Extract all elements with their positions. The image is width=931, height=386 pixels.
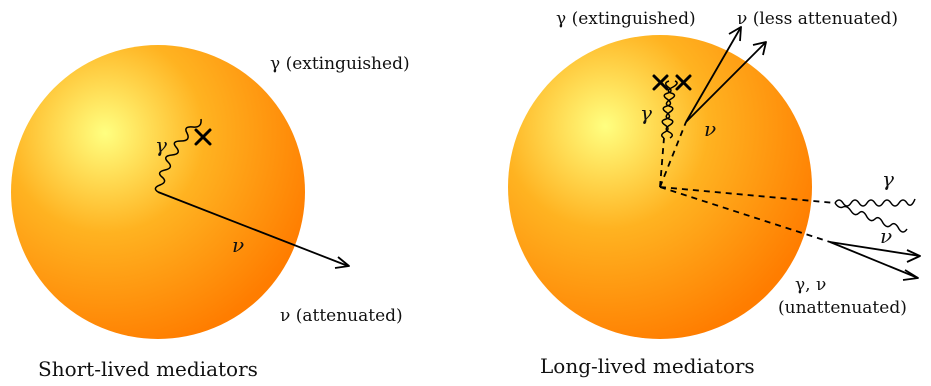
label-photon-extinguished-right: γ (extinguished) [556, 9, 696, 29]
photon-wavy-line-left [154, 118, 202, 193]
photon-wavy-line-right-2 [665, 80, 678, 139]
neutrino-line-right-2 [685, 41, 767, 123]
neutrino-arrowhead-right-2 [752, 41, 767, 56]
dashed-nu-exit-right [659, 186, 831, 243]
caption-right: Long-lived mediators [540, 354, 755, 378]
neutrino-line-left [157, 191, 349, 267]
label-photon-extinguished-left: γ (extinguished) [270, 54, 410, 74]
nu-symbol-right: ν [704, 117, 716, 141]
photon-symbol-right: γ [640, 101, 652, 125]
neutrino-out-arrowhead-right-2 [902, 269, 919, 281]
nu-symbol-left: ν [232, 233, 244, 257]
neutrino-arrowhead-left [334, 256, 350, 269]
neutrino-out-arrowhead-right-1 [906, 249, 921, 263]
dashed-nu-path-right [659, 121, 687, 188]
photon-out-symbol-right: γ [882, 167, 894, 191]
photon-out-wavy-right-1 [834, 198, 916, 207]
label-unattenuated-right: (unattenuated) [778, 298, 907, 318]
neutrino-out-line-right-1 [829, 241, 921, 257]
nu-out-symbol-right: ν [880, 224, 892, 248]
extinguished-cross-left [194, 128, 212, 146]
caption-left: Short-lived mediators [38, 357, 258, 381]
left-panel: γ ν γ (extinguished) ν (attenuated) Shor… [11, 45, 410, 381]
dashed-photon-path-right [659, 137, 665, 188]
neutrino-out-line-right-2 [829, 241, 919, 279]
dashed-photon-exit-right [659, 186, 836, 204]
extinguished-cross-right-2 [675, 74, 692, 91]
right-panel: γ ν γ ν γ (extinguished) ν (less attenua… [508, 9, 921, 378]
label-nu-less-attenuated-right: ν (less attenuated) [737, 9, 898, 29]
photon-symbol-left: γ [155, 133, 167, 157]
photon-wavy-line-right-1 [661, 80, 672, 139]
photon-out-wavy-right-2 [834, 202, 908, 233]
label-nu-attenuated-left: ν (attenuated) [280, 306, 403, 326]
neutrino-arrowhead-right-1 [728, 26, 742, 42]
label-photon-nu-right: γ, ν [795, 275, 826, 295]
neutrino-line-right-1 [685, 26, 742, 123]
extinguished-cross-right-1 [652, 74, 669, 91]
